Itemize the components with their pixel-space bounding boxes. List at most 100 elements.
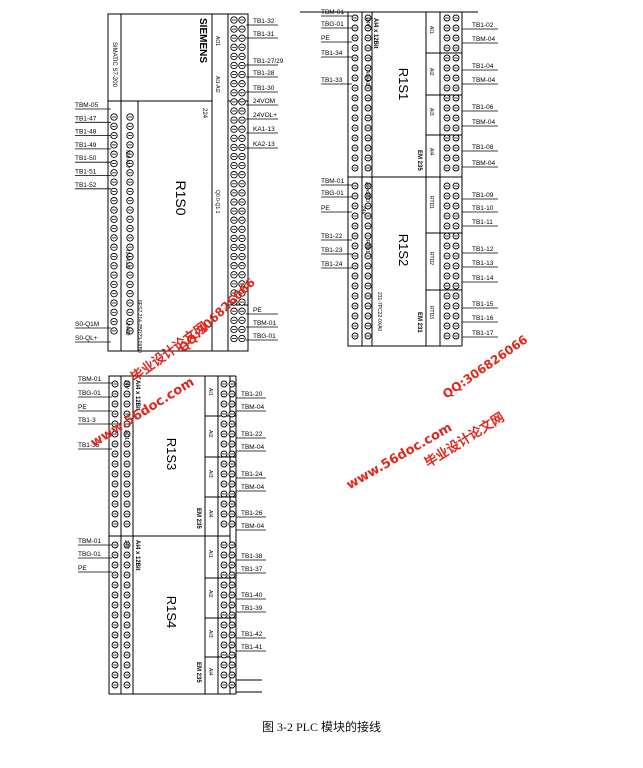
r1s0-supply: 24VD — [124, 323, 130, 336]
r1s1-supply: 24V — [364, 18, 370, 28]
r1s3-left-label: TB1-35 — [78, 442, 100, 449]
r1s1-sub: AI1-AI2 — [364, 70, 370, 87]
r1s2-order-full: 231-7PC22-0XA0 — [376, 292, 382, 331]
r1s0-out-group: Q0.0-Q1.1 — [214, 190, 220, 214]
r1s4-left-label: PE — [78, 565, 87, 572]
r1s3-header: AI4 x 12Bit — [134, 380, 140, 411]
r1s4-title: R1S4 — [164, 596, 179, 629]
r1s3-right-label: TB1-26 — [241, 510, 263, 517]
r1s0-left-label: TB1-47 — [75, 115, 97, 122]
r1s1-left-label: TB1-33 — [321, 77, 343, 84]
r1s0-right-label: TB1-28 — [253, 70, 275, 77]
r1s2-header: AI4xRTD — [364, 182, 370, 203]
r1s1-left-label: TBG-01 — [321, 21, 344, 28]
r1s2-right-label: TB1-12 — [472, 246, 494, 253]
r1s4-right-label: TB1-41 — [241, 644, 263, 651]
r1s3-right-label: TB1-20 — [241, 391, 263, 398]
r1s2-left-label: TBG-01 — [321, 190, 344, 197]
r1s3-right-label: TBM-04 — [241, 523, 265, 530]
r1s2-supply: 24V — [360, 206, 366, 216]
r1s2-right-label: TB1-11 — [472, 219, 493, 226]
r1s0-right-label: KA2-13 — [253, 141, 275, 148]
r1s1-right-label: TBM-04 — [472, 36, 496, 43]
r1s2-left-label: TBM-01 — [321, 178, 345, 185]
r1s2-left-label: PE — [321, 205, 330, 212]
r1s3-right-label: TBM-04 — [241, 404, 265, 411]
r1s1-ch4: AI4 — [428, 148, 434, 156]
r1s1-right-label: TBM-04 — [472, 119, 496, 126]
r1s2-left-label: TB1-23 — [321, 247, 343, 254]
r1s0-left-label: TBM-05 — [75, 102, 99, 109]
r1s0-outer-frame — [107, 13, 249, 352]
r1s0-ao-sub: AI1-AI2 — [214, 76, 220, 93]
r1s2-left-label: TB1-22 — [321, 233, 343, 240]
r1s0-right-label: TB1-31 — [253, 31, 275, 38]
r1s1-ch2: AI2 — [428, 68, 434, 76]
r1s4-right-label: TB1-40 — [241, 592, 263, 599]
r1s2-left-label: TB1-24 — [321, 261, 343, 268]
r1s4-left-label: TBM-01 — [78, 538, 102, 545]
r1s4-right-label: TB1-37 — [241, 566, 263, 573]
r1s4-ch4: AI4 — [207, 668, 213, 676]
r1s0-cpu-type: 224 — [201, 108, 207, 119]
r1s2-right-label: TB1-14 — [472, 275, 494, 282]
r1s3-sub: AO1 — [123, 430, 129, 440]
r1s4-right-label: TB1-38 — [241, 553, 263, 560]
r1s3-ch3: AI3 — [207, 470, 213, 478]
r1s2-right-label: TB1-17 — [472, 330, 494, 337]
r1s0-left-label: TB1-51 — [75, 169, 97, 176]
r1s1-left-label: TB1-34 — [321, 50, 343, 57]
r1s1-ch1: AI1 — [428, 26, 434, 34]
r1s4-ch3: AI3 — [207, 630, 213, 638]
r1s2-ch1: RTD1 — [428, 196, 434, 209]
r1s3-right-label: TB1-24 — [241, 471, 263, 478]
r1s3-order-no: EM 235 — [195, 508, 201, 529]
r1s1-right-label: TB1-08 — [472, 144, 494, 151]
r1s3-right-label: TB1-22 — [241, 431, 263, 438]
r1s2-right-label: TB1-16 — [472, 315, 494, 322]
r1s1-header: AI4 x 12Bit — [372, 18, 378, 49]
r1s4-order-no: EM 235 — [195, 662, 201, 683]
r1s0-left-bottom-label: S0-Q1M — [75, 321, 99, 328]
r1s2-ch3: RTD3 — [428, 306, 434, 319]
r1s3-right-label: TBM-04 — [241, 484, 265, 491]
r1s3-right-label: TBM-04 — [241, 444, 265, 451]
r1s0-right-label: KA1-13 — [253, 126, 275, 133]
r1s3-ch4: AI4 — [207, 510, 213, 518]
r1s2-right-label: TB1-10 — [472, 205, 494, 212]
r1s3-ch2: AI2 — [207, 430, 213, 438]
r1s1-right-label: TB1-06 — [472, 104, 494, 111]
r1s2-right-label: TB1-09 — [472, 192, 494, 199]
r1s2-order-no: EM 231 — [416, 312, 422, 333]
r1s0-model: SIMATIC S7-200 — [111, 42, 117, 88]
r1s4-right-label: TB1-42 — [241, 631, 263, 638]
r1s0-brand: SIEMENS — [197, 18, 208, 63]
r1s2-right-label: TB1-15 — [472, 301, 494, 308]
terminals-layer — [110, 14, 460, 689]
r1s4-right-label: TB1-39 — [241, 605, 263, 612]
r1s0-left-label: TB1-50 — [75, 155, 97, 162]
r1s0-right-label: TB1-27/29 — [253, 58, 284, 65]
r1s0-left-label: TB1-48 — [75, 129, 97, 136]
wires-layer — [75, 15, 498, 652]
r1s3-left-label: PE — [78, 404, 87, 411]
r1s4-header: AI4 x 12Bit — [134, 540, 140, 571]
r1s4-ch1: AI1 — [207, 550, 213, 558]
r1s0-right-label: TB1-32 — [253, 18, 275, 25]
r1s2-sub: RTD1 — [364, 240, 370, 253]
r1s3-left-label: TB1-3 — [78, 417, 96, 424]
r1s0-right-bottom-label: TBG-01 — [253, 333, 276, 340]
r1s4-supply: 24V — [123, 540, 129, 550]
r1s0-right-bottom-label: PE — [253, 307, 262, 314]
r1s0-in-group2: I1.0-I1.5 — [124, 250, 130, 269]
r1s2-title: R1S2 — [396, 234, 411, 267]
r1s0-right-label: 24VOL+ — [253, 112, 277, 119]
r1s0-left-bottom-label: S0-QL+ — [75, 335, 98, 342]
r1s1-order-no: EM 235 — [416, 150, 422, 171]
r1s0-left-label: TB1-52 — [75, 182, 97, 189]
r1s0-title: R1S0 — [173, 180, 189, 215]
r1s3-ch1: AI1 — [207, 388, 213, 396]
r1s4-ch2: AI2 — [207, 590, 213, 598]
r1s3-title: R1S3 — [164, 438, 179, 471]
r1s3-left-label: TBG-01 — [78, 390, 101, 397]
